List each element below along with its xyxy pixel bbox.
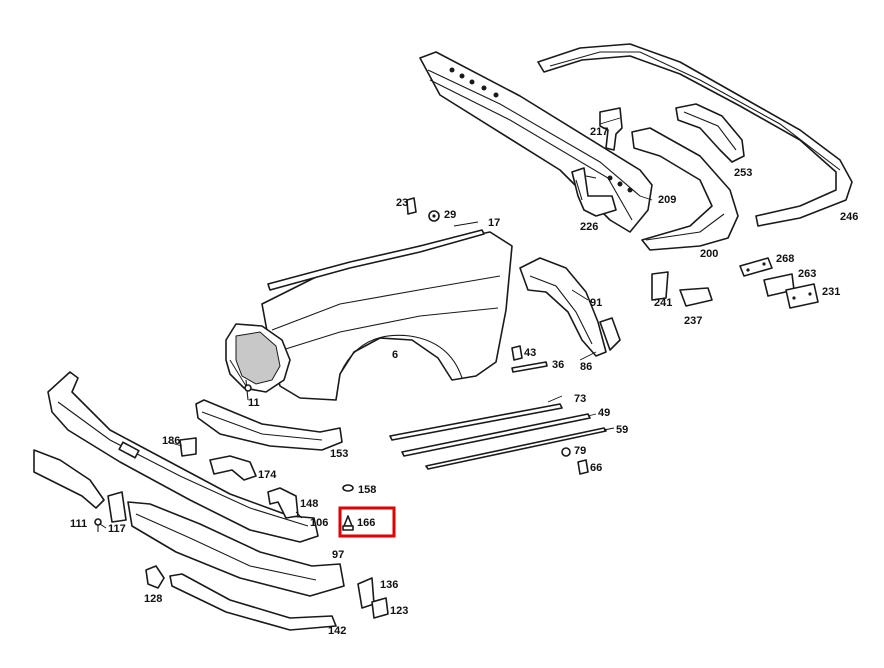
label-217: 217: [590, 126, 608, 138]
bracket-226-part: [571, 167, 617, 217]
strip-142-part: [169, 573, 337, 631]
leader-lines: [99, 117, 653, 529]
clip-23-part: [406, 197, 417, 215]
bracket-231-part: [785, 283, 819, 309]
pad-253-part: [675, 103, 745, 163]
label-111: 111: [70, 518, 87, 530]
label-106: 106: [310, 517, 328, 529]
bolt-111-part: [94, 518, 102, 532]
label-23: 23: [396, 197, 408, 209]
label-174: 174: [258, 469, 277, 481]
part-labels: 17 23 29 6 11 91 43 36 86 217 209 226 25…: [70, 126, 858, 637]
molding-49-part: [401, 413, 591, 457]
label-49: 49: [598, 407, 610, 419]
label-246: 246: [840, 211, 858, 223]
label-241: 241: [654, 297, 672, 309]
panel-91-part: [519, 257, 621, 357]
molding-59-part: [425, 427, 607, 470]
label-209: 209: [658, 194, 676, 206]
label-11: 11: [248, 397, 260, 409]
grommet-158-part: [342, 484, 354, 492]
label-158: 158: [358, 484, 376, 496]
bracket-237-part: [679, 287, 713, 307]
label-86: 86: [580, 361, 592, 373]
label-117: 117: [108, 523, 126, 535]
bracket-128-part: [145, 565, 165, 589]
label-128: 128: [144, 593, 162, 605]
label-166: 166: [357, 517, 375, 529]
label-142: 142: [328, 625, 346, 637]
label-136: 136: [380, 579, 398, 591]
bracket-117-part: [107, 491, 127, 523]
label-79: 79: [574, 445, 586, 457]
label-237: 237: [684, 315, 702, 327]
bracket-174-part: [209, 455, 257, 481]
bracket-148-part: [267, 487, 299, 519]
bracket-217-part: [599, 107, 623, 151]
bumper-section-209-part: [631, 127, 739, 251]
rear-member-part: [419, 51, 653, 233]
label-17: 17: [488, 217, 500, 229]
bumper-corner-153-part: [195, 399, 343, 451]
wheelhouse-11-part: [225, 323, 291, 401]
washer-29-part: [428, 210, 440, 222]
clip-43-part: [511, 345, 523, 361]
trim-246-part: [537, 43, 853, 227]
label-66: 66: [590, 462, 602, 474]
label-226: 226: [580, 221, 598, 233]
label-148: 148: [300, 498, 318, 510]
label-123: 123: [390, 605, 408, 617]
clip-79-part: [561, 447, 571, 457]
molding-73-part: [389, 403, 563, 441]
label-91: 91: [590, 297, 602, 309]
label-153: 153: [330, 448, 348, 460]
clip-186-part: [179, 437, 197, 457]
label-253: 253: [734, 167, 752, 179]
label-263: 263: [798, 268, 816, 280]
nut-166-part: [342, 515, 354, 531]
label-200: 200: [700, 248, 718, 260]
frame-end-part: [33, 449, 105, 509]
highlight-box: [338, 506, 396, 538]
label-186: 186: [162, 435, 180, 447]
label-231: 231: [822, 286, 840, 298]
clip-66-part: [577, 459, 589, 475]
bracket-241-part: [651, 271, 669, 301]
label-36: 36: [552, 359, 564, 371]
bumper-97-part: [127, 501, 345, 597]
bumper-106-part: [47, 371, 319, 543]
strip-36-part: [511, 361, 548, 373]
label-73: 73: [574, 393, 586, 405]
label-59: 59: [616, 424, 628, 436]
bracket-268-part: [739, 257, 773, 277]
label-43: 43: [524, 347, 536, 359]
label-6: 6: [392, 349, 398, 361]
label-97: 97: [332, 549, 344, 561]
molding-17-part: [267, 229, 485, 291]
bracket-123-part: [371, 597, 389, 619]
label-29: 29: [444, 209, 456, 221]
label-268: 268: [776, 253, 794, 265]
